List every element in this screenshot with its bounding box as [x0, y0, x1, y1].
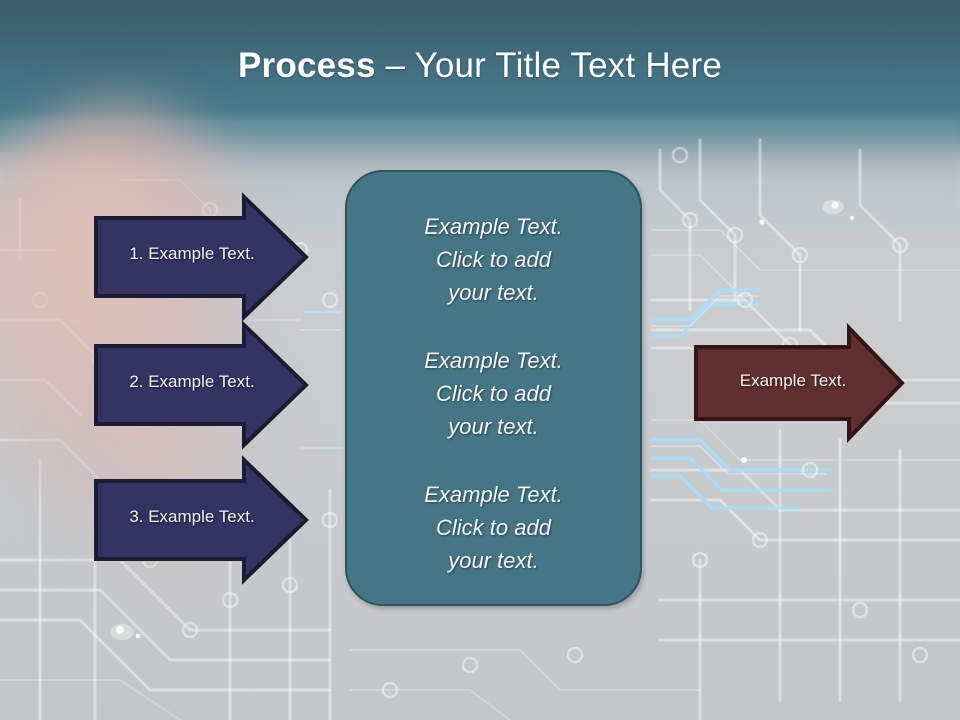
process-content-box[interactable]: Example Text. Click to add your text. Ex… [345, 170, 642, 606]
input-arrow-2[interactable]: 2. Example Text. [93, 320, 309, 450]
output-arrow[interactable]: Example Text. [693, 323, 905, 443]
content-paragraph-1: Example Text. Click to add your text. [424, 214, 563, 305]
content-paragraph-3: Example Text. Click to add your text. [424, 482, 563, 573]
input-arrow-3[interactable]: 3. Example Text. [93, 455, 309, 585]
slide-title-rest: – Your Title Text Here [375, 46, 722, 85]
input-arrow-1[interactable]: 1. Example Text. [93, 192, 309, 322]
slide-title: Process – Your Title Text Here [0, 44, 960, 88]
content-paragraph-2: Example Text. Click to add your text. [424, 348, 563, 439]
slide-title-bold: Process [238, 46, 376, 85]
